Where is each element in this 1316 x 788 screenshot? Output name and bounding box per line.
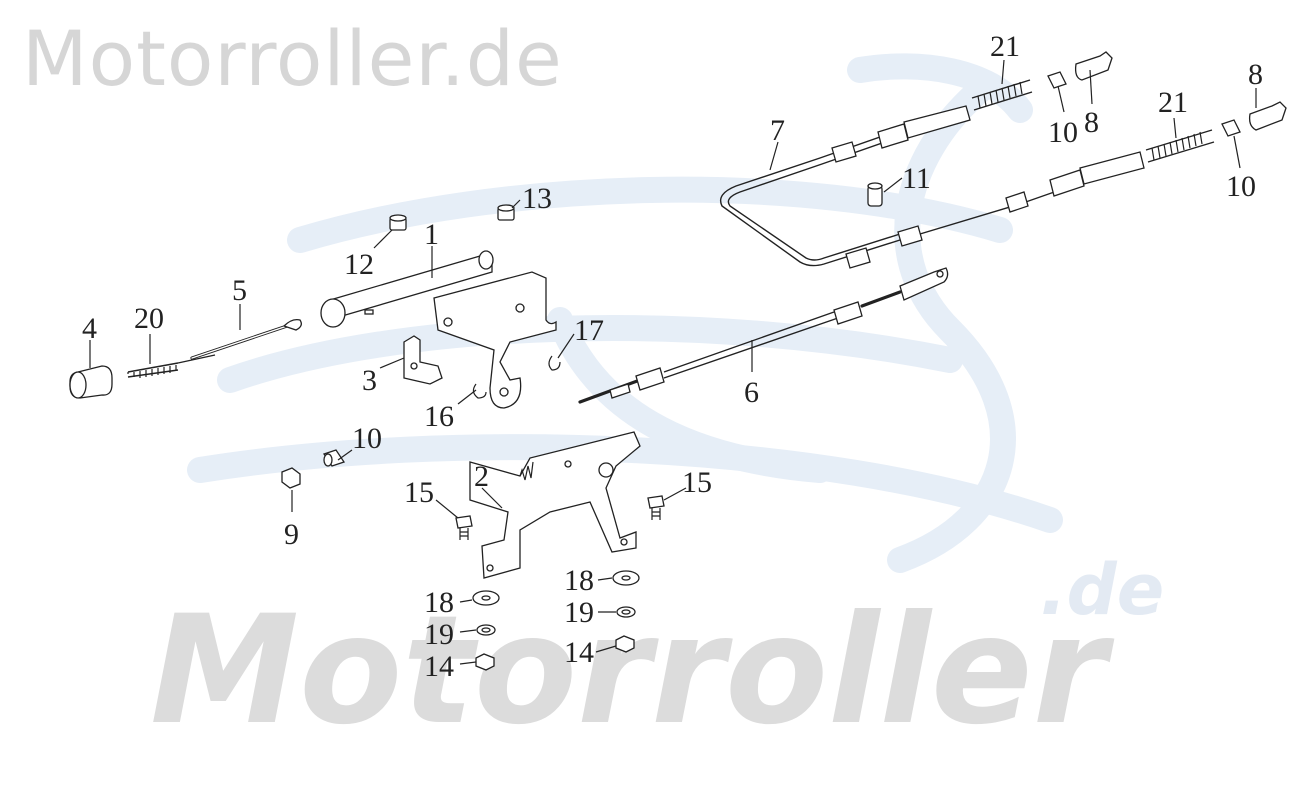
part-10-pin-left <box>322 449 346 467</box>
part-19-spring-washer-right <box>616 606 636 618</box>
part-14-nut-right <box>615 635 635 653</box>
part-13-bushing <box>497 204 515 221</box>
part-11-pin <box>867 182 883 207</box>
label-18a: 18 <box>424 586 454 619</box>
label-12: 12 <box>344 248 374 281</box>
part-5-rod <box>177 318 302 364</box>
label-8b: 8 <box>1084 106 1099 139</box>
part-8-adjuster-lower <box>1248 101 1287 131</box>
part-9-nut <box>281 467 301 489</box>
label-2: 2 <box>474 460 489 493</box>
label-19b: 19 <box>564 596 594 629</box>
label-14a: 14 <box>424 650 454 683</box>
part-3-bracket <box>403 335 443 385</box>
label-6: 6 <box>744 376 759 409</box>
part-8-adjuster-upper <box>1074 51 1113 81</box>
label-4: 4 <box>82 312 97 345</box>
part-16-clip <box>472 383 487 399</box>
part-15-bolt-left <box>455 515 473 540</box>
label-15a: 15 <box>404 476 434 509</box>
label-13: 13 <box>522 182 552 215</box>
part-18-washer-left <box>472 590 500 606</box>
part-2-mount-bracket <box>469 431 641 579</box>
label-21b: 21 <box>1158 86 1188 119</box>
part-4-knob <box>69 365 113 399</box>
part-21-spring-upper <box>971 79 1033 111</box>
part-10-pin-lower <box>1221 119 1241 137</box>
part-labels: 1 2 3 4 5 6 7 8 8 9 10 10 10 11 12 13 14… <box>82 30 1263 683</box>
label-9: 9 <box>284 518 299 551</box>
label-15b: 15 <box>682 466 712 499</box>
part-6-cable <box>578 267 949 404</box>
part-14-nut-left <box>475 653 495 671</box>
label-18b: 18 <box>564 564 594 597</box>
watermark-suffix: .de <box>1040 549 1164 631</box>
label-10a: 10 <box>352 422 382 455</box>
watermark-top: Motorroller.de <box>22 14 563 103</box>
part-10-pin-upper <box>1047 71 1067 89</box>
label-20: 20 <box>134 302 164 335</box>
part-20-spring <box>127 362 179 378</box>
label-16: 16 <box>424 400 454 433</box>
label-19a: 19 <box>424 618 454 651</box>
label-11: 11 <box>902 162 931 195</box>
label-10b: 10 <box>1048 116 1078 149</box>
label-1: 1 <box>424 218 439 251</box>
label-14b: 14 <box>564 636 594 669</box>
part-21-spring-lower <box>1145 129 1215 163</box>
part-17-clip <box>548 355 561 371</box>
label-5: 5 <box>232 274 247 307</box>
label-21a: 21 <box>990 30 1020 63</box>
label-17: 17 <box>574 314 604 347</box>
part-12-bushing <box>389 214 407 231</box>
label-8a: 8 <box>1248 58 1263 91</box>
leader-lines <box>89 59 1257 665</box>
label-7: 7 <box>770 114 785 147</box>
part-1-lever-bar <box>320 250 557 409</box>
part-18-washer-right <box>612 570 640 586</box>
part-15-bolt-right <box>647 495 665 520</box>
part-19-spring-washer-left <box>476 624 496 636</box>
part-7-cable <box>719 105 1145 269</box>
label-3: 3 <box>362 364 377 397</box>
label-10c: 10 <box>1226 170 1256 203</box>
